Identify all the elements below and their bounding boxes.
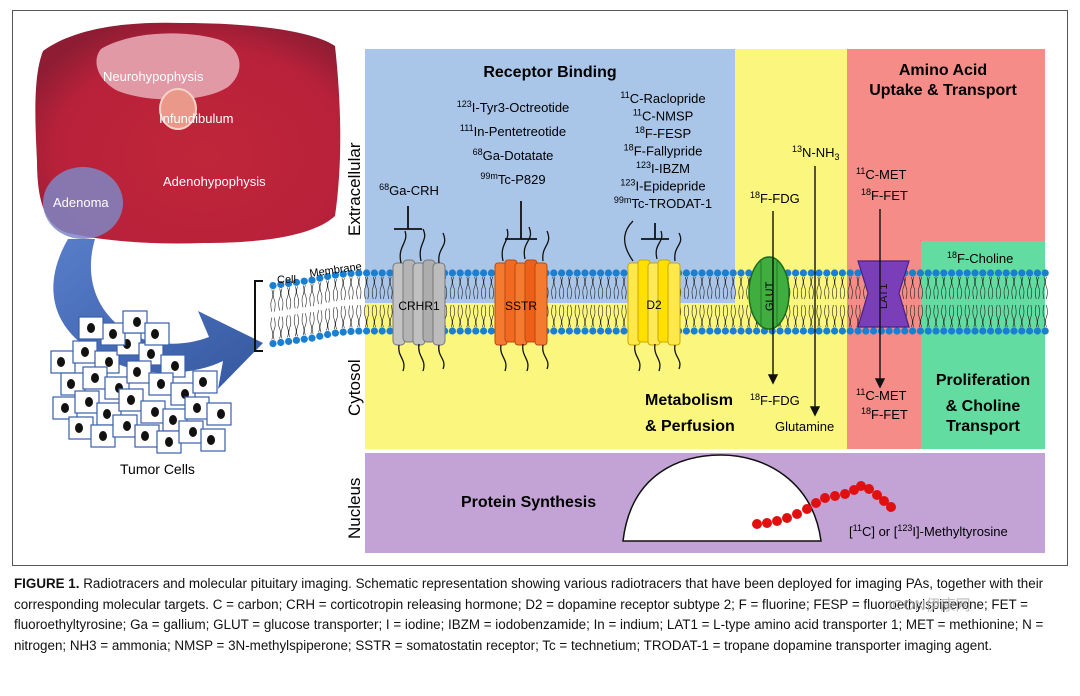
sstr-tracer-2: 68Ga-Dotatate (473, 147, 554, 163)
membrane-bracket (254, 280, 263, 352)
sstr-tracer-3: 99mTc-P829 (480, 171, 545, 187)
figure-label: FIGURE 1. (14, 576, 80, 591)
d2-label: D2 (646, 298, 662, 312)
watermark: ICON伊康网 (888, 597, 971, 614)
extracellular-label: Extracellular (345, 142, 364, 236)
figure-caption: FIGURE 1. Radiotracers and molecular pit… (14, 574, 1066, 656)
crhr1-label: CRHR1 (398, 299, 440, 313)
receptor-binding-title: Receptor Binding (483, 64, 616, 81)
nh3-tracer: 13N-NH3 (792, 144, 840, 162)
flow-arrows (767, 166, 886, 417)
fdg-top-tracer: 18F-FDG (750, 190, 800, 206)
sstr-tracer-list: 123I-Tyr3-Octreotide 111In-Pentetreotide 6… (457, 99, 570, 187)
methyltyrosine-label: [11C] or [123I]-Methyltyrosine (849, 523, 1008, 539)
adenoma-region (43, 167, 123, 239)
adenohypophysis-label: Adenohypophysis (163, 174, 266, 189)
d2-tracer-4: 123I-IBZM (636, 160, 690, 176)
d2-tracer-0: 11C-Raclopride (620, 90, 705, 106)
caption-text: Radiotracers and molecular pituitary ima… (14, 576, 1044, 653)
d2-tracer-5: 123I-Epidepride (620, 178, 705, 194)
choline-tracer: 18F-Choline (947, 250, 1013, 266)
lat1-transporter: LAT1 (857, 260, 910, 328)
fet-bottom-tracer: 18F-FET (861, 406, 908, 422)
d2-tracer-6: 99mTc-TRODAT-1 (614, 195, 712, 211)
tumor-cells-cluster (50, 310, 232, 454)
fdg-bottom-tracer: 18F-FDG (750, 392, 800, 408)
adenoma-label: Adenoma (53, 195, 109, 210)
glutamine-label: Glutamine (775, 419, 834, 434)
figure-diagram: Extracellular Cytosol Nucleus Neurohypop… (35, 22, 1049, 553)
infundibulum-region (159, 88, 197, 130)
tumor-cells-label: Tumor Cells (120, 461, 195, 477)
infundibulum-label: Infundibulum (159, 111, 233, 126)
proliferation-title-3: Transport (946, 418, 1020, 435)
sstr-receptor: SSTR (494, 226, 550, 372)
metabolism-title-1: Metabolism (645, 392, 733, 409)
ga-crh-tracer: 68Ga-CRH (379, 182, 439, 198)
d2-receptor: D2 (624, 220, 682, 372)
fet-top-tracer: 18F-FET (861, 187, 908, 203)
figure-frame: Extracellular Cytosol Nucleus Neurohypop… (12, 10, 1068, 566)
metabolism-title-2: & Perfusion (645, 418, 735, 435)
proliferation-title-1: Proliferation (936, 372, 1030, 389)
neurohypophysis-label: Neurohypophysis (103, 69, 204, 84)
crhr1-receptor: CRHR1 (392, 228, 446, 372)
proliferation-title-2: & Choline (946, 398, 1021, 415)
cytosol-label: Cytosol (345, 359, 364, 416)
protein-synthesis-title: Protein Synthesis (461, 494, 596, 511)
d2-tracer-2: 18F-FESP (635, 125, 691, 141)
neurohypophysis-region (96, 33, 240, 100)
amino-acid-title-2: Uptake & Transport (869, 82, 1017, 99)
lat1-label: LAT1 (878, 284, 890, 309)
sstr-tracer-0: 123I-Tyr3-Octreotide (457, 99, 570, 115)
d2-tracer-3: 18F-Fallypride (624, 143, 703, 159)
ribosome-shape (622, 454, 822, 542)
nucleus-label: Nucleus (345, 478, 364, 539)
met-top-tracer: 11C-MET (856, 166, 907, 182)
amino-acid-title-1: Amino Acid (899, 62, 987, 79)
glut-transporter: GLUT (748, 256, 790, 330)
sstr-tracer-1: 111In-Pentetreotide (460, 123, 566, 139)
methyltyrosine-chain (752, 481, 896, 529)
d2-tracer-1: 11C-NMSP (633, 108, 694, 124)
glut-label: GLUT (764, 281, 776, 311)
sstr-label: SSTR (505, 299, 537, 313)
inhibition-markers (394, 201, 669, 240)
cell-label: Cell (277, 274, 296, 286)
met-bottom-tracer: 11C-MET (856, 387, 907, 403)
